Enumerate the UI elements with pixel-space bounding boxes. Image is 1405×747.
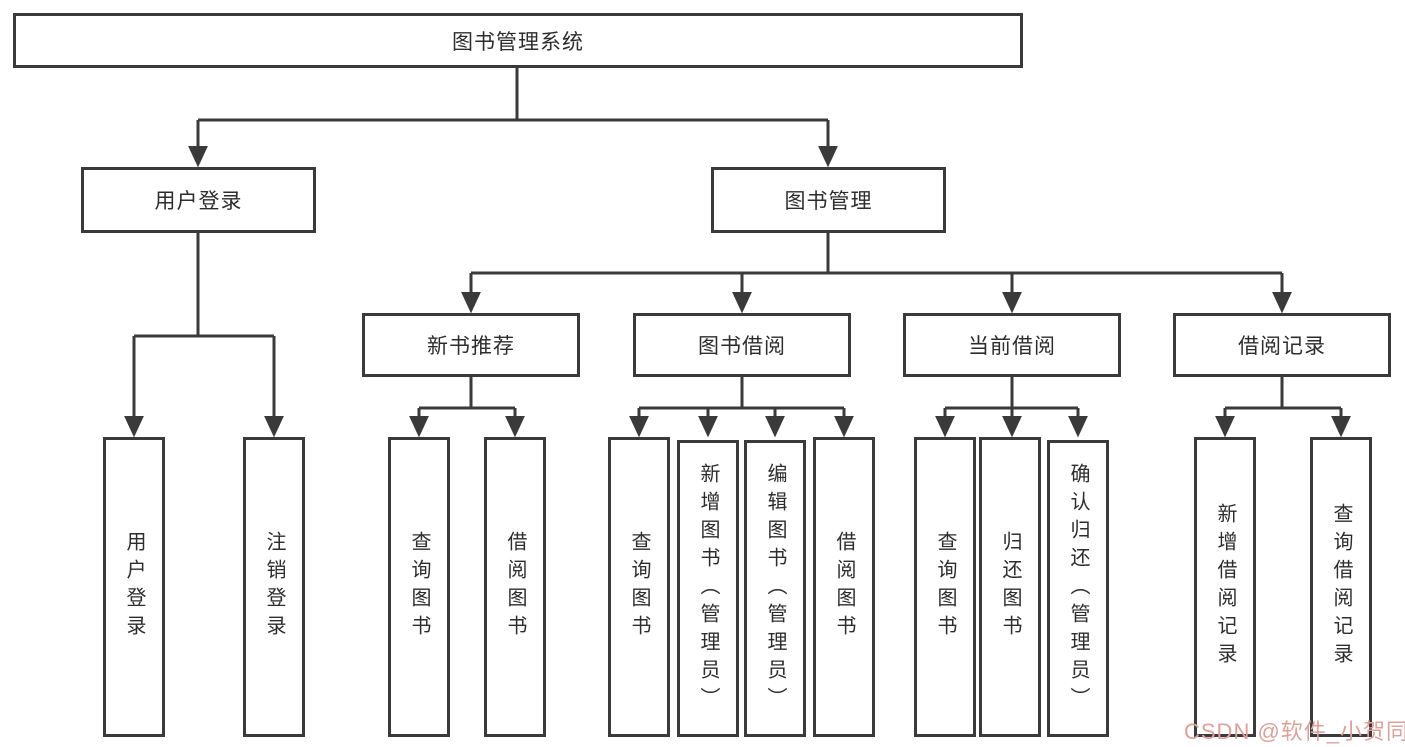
leaf-cb-confirm-return-admin: 确认归还（管理员）: [1047, 440, 1109, 737]
leaf-rec-query-books: 查询图书: [388, 437, 450, 737]
node-borrowing-records: 借阅记录: [1173, 313, 1391, 377]
node-book-management: 图书管理: [711, 167, 946, 233]
node-user-login: 用户登录: [81, 167, 316, 233]
leaf-cb-query-books-label: 查询图书: [934, 531, 956, 643]
node-book-management-label: 图书管理: [784, 190, 873, 213]
leaf-cb-return-books-label: 归还图书: [999, 531, 1021, 643]
leaf-cb-return-books: 归还图书: [979, 437, 1041, 737]
node-user-login-label: 用户登录: [154, 190, 243, 213]
leaf-cb-confirm-return-admin-label: 确认归还（管理员）: [1067, 462, 1089, 715]
node-library-system: 图书管理系统: [13, 13, 1023, 68]
node-book-borrowing: 图书借阅: [633, 313, 851, 377]
leaf-br-query-record-label: 查询借阅记录: [1330, 503, 1352, 671]
node-current-borrowing-label: 当前借阅: [968, 335, 1056, 358]
leaf-br-add-record-label: 新增借阅记录: [1214, 503, 1236, 671]
node-new-book-recommend: 新书推荐: [362, 313, 580, 377]
leaf-bb-query-books-label: 查询图书: [628, 531, 650, 643]
leaf-bb-query-books: 查询图书: [608, 437, 670, 737]
leaf-bb-edit-books-admin: 编辑图书（管理员）: [744, 440, 806, 737]
leaf-rec-borrow-books: 借阅图书: [484, 437, 546, 737]
node-new-book-recommend-label: 新书推荐: [427, 335, 515, 358]
node-borrowing-records-label: 借阅记录: [1238, 335, 1326, 358]
leaf-br-add-record: 新增借阅记录: [1194, 437, 1256, 737]
node-book-borrowing-label: 图书借阅: [698, 335, 786, 358]
leaf-user-login: 用户登录: [103, 437, 165, 737]
node-library-system-label: 图书管理系统: [452, 30, 584, 54]
leaf-user-login-label: 用户登录: [123, 531, 145, 643]
node-current-borrowing: 当前借阅: [903, 313, 1121, 377]
leaf-cb-query-books: 查询图书: [914, 437, 976, 737]
leaf-rec-query-books-label: 查询图书: [408, 531, 430, 643]
leaf-rec-borrow-books-label: 借阅图书: [504, 531, 526, 643]
leaf-bb-add-books-admin: 新增图书（管理员）: [677, 440, 739, 737]
csdn-watermark: CSDN @软件_小贺同学: [1184, 719, 1405, 744]
leaf-logout-login-label: 注销登录: [263, 531, 285, 643]
leaf-bb-edit-books-admin-label: 编辑图书（管理员）: [764, 462, 786, 715]
leaf-bb-borrow-books: 借阅图书: [813, 437, 875, 737]
leaf-bb-add-books-admin-label: 新增图书（管理员）: [697, 462, 719, 715]
leaf-bb-borrow-books-label: 借阅图书: [833, 531, 855, 643]
leaf-br-query-record: 查询借阅记录: [1310, 437, 1372, 737]
leaf-logout-login: 注销登录: [243, 437, 305, 737]
